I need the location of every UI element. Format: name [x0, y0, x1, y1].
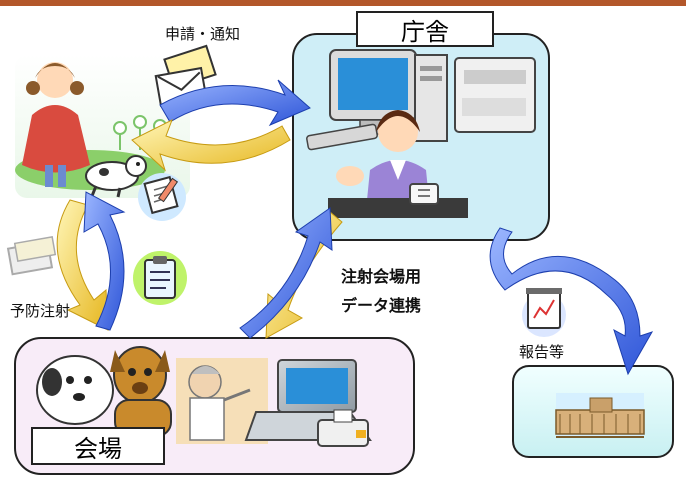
clipboard-icon [133, 251, 187, 305]
venue-data-label-line2: データ連携 [341, 296, 422, 315]
exchange-arrow-top [131, 79, 311, 172]
application-notice-label: 申請・通知 [165, 25, 241, 43]
envelope-icon [154, 44, 217, 107]
venue-title: 会場 [74, 434, 122, 463]
top-divider-line [0, 0, 686, 6]
office-title-box: 庁舎 [356, 11, 494, 47]
venue-data-label-line1: 注射会場用 [341, 267, 422, 286]
report-chart-icon [522, 288, 566, 337]
report-arrow [489, 227, 654, 376]
exchange-arrow-center [239, 207, 343, 339]
venue-title-box: 会場 [31, 427, 165, 465]
venue-interior-scene [36, 346, 372, 447]
government-building-icon [555, 393, 645, 438]
office-title: 庁舎 [401, 17, 449, 46]
office-interior-scene [306, 49, 536, 218]
exchange-arrow-left [56, 191, 126, 331]
vaccination-label: 予防注射 [10, 302, 71, 320]
memo-icon [138, 173, 186, 221]
report-label: 報告等 [519, 343, 565, 361]
folder-icon [6, 235, 57, 276]
